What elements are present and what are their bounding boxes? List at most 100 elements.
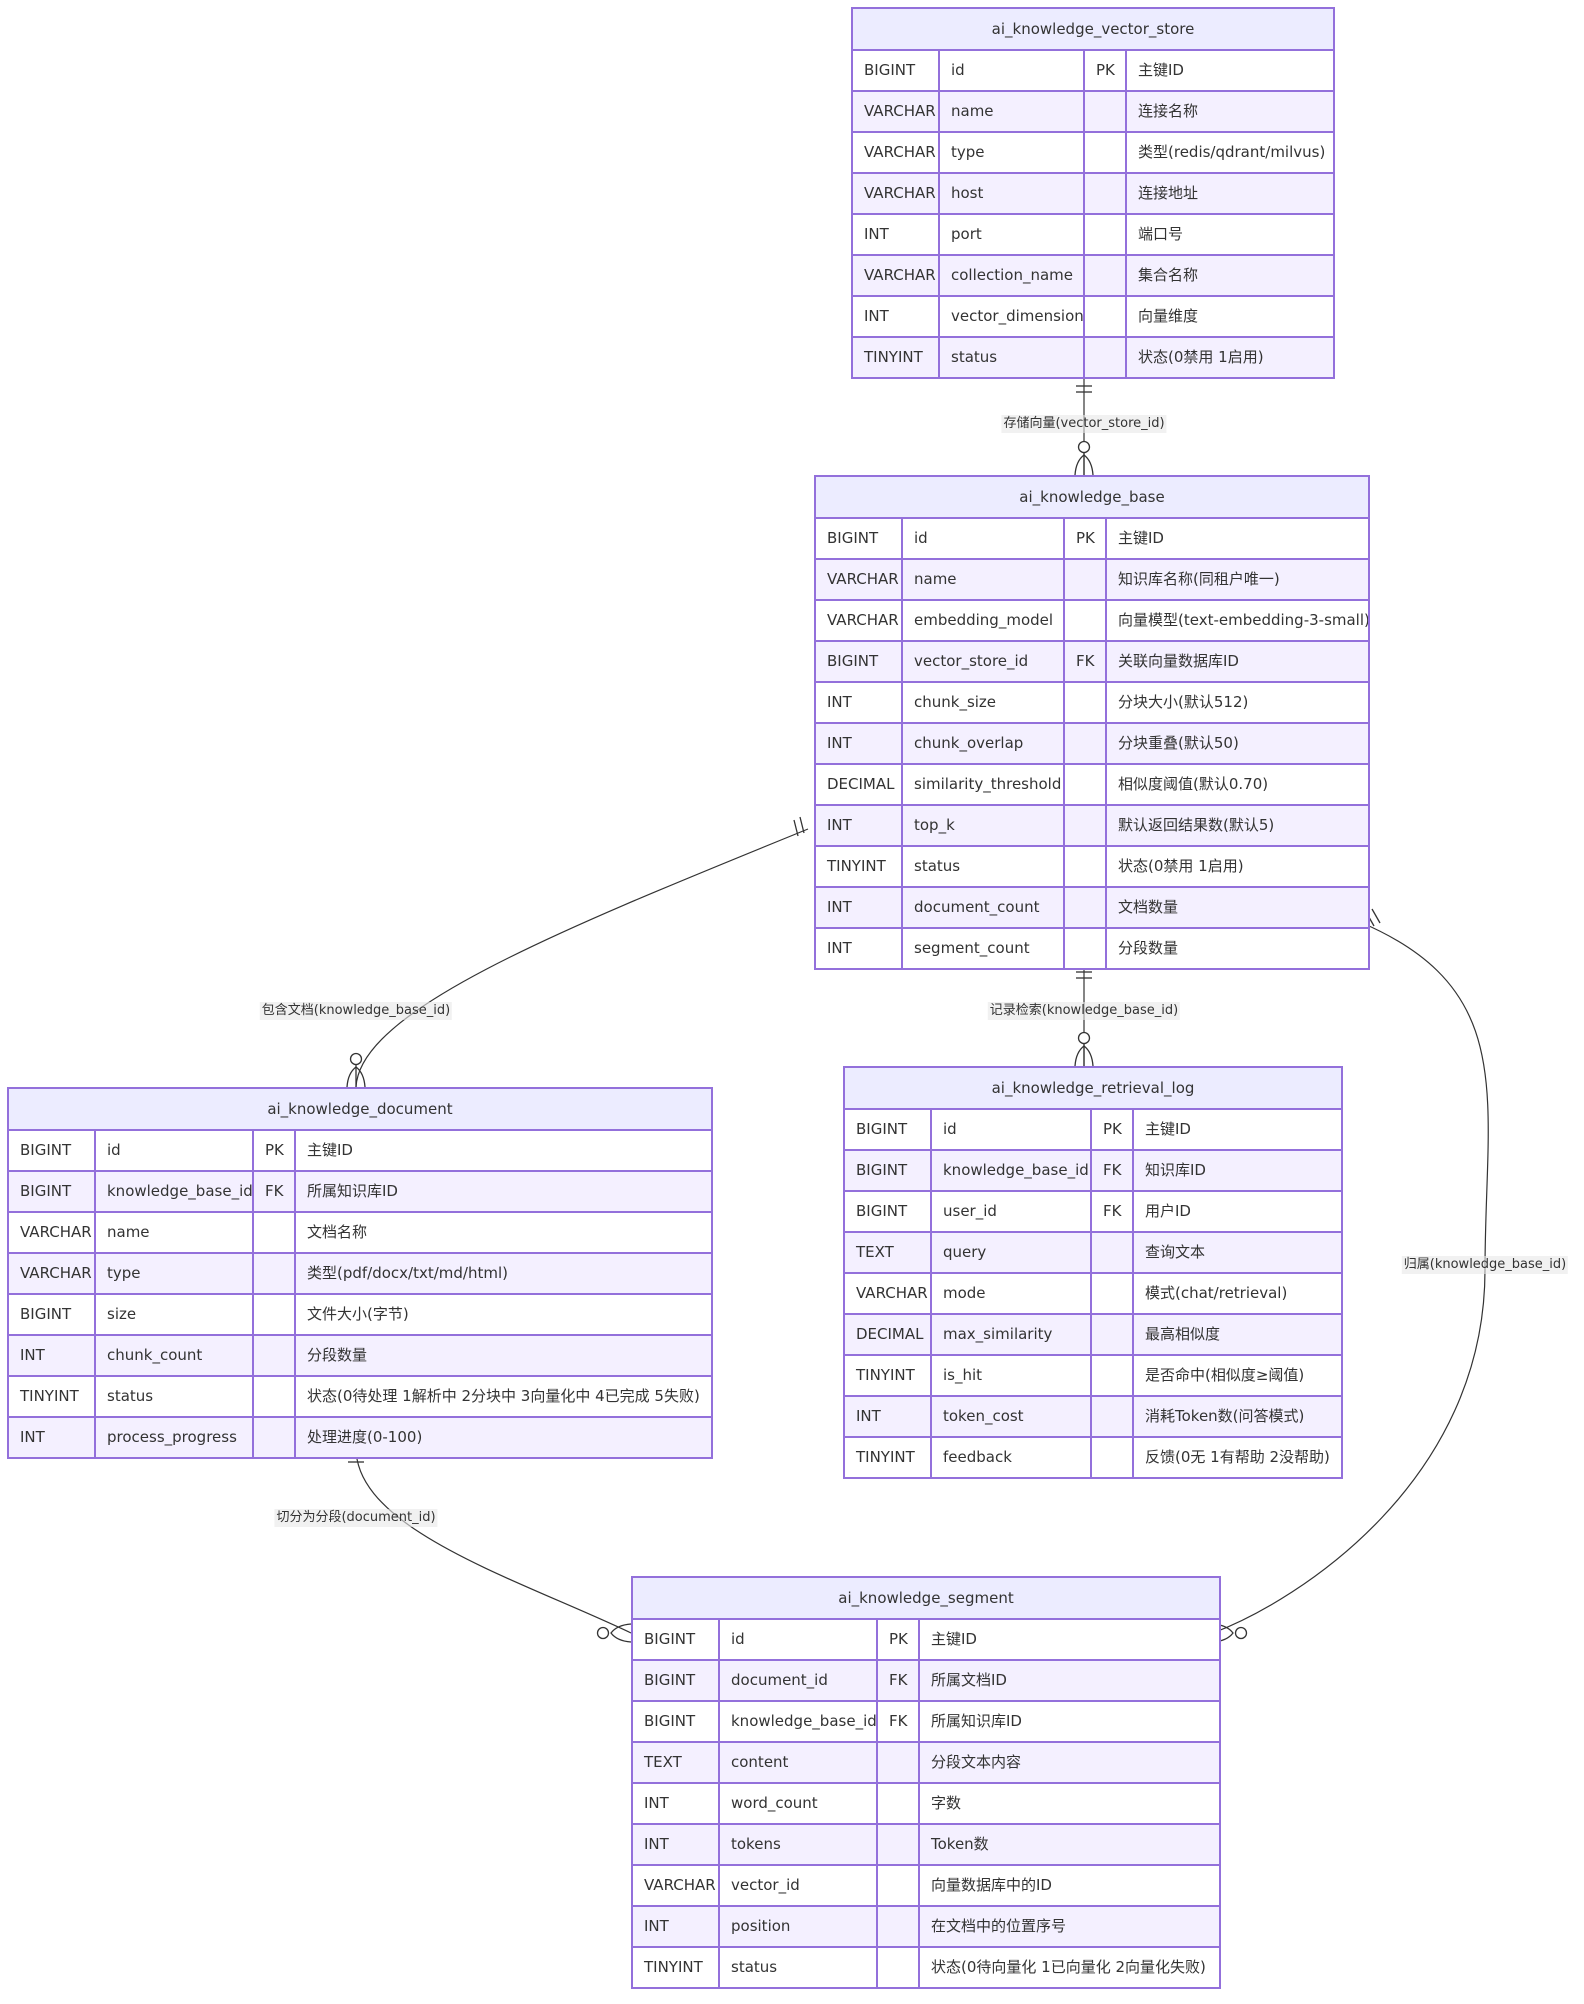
attribute-comment: 主键ID [1118, 529, 1164, 547]
attribute-field: chunk_size [903, 683, 1065, 722]
attribute-comment: 是否命中(相似度≥阈值) [1145, 1366, 1305, 1384]
attribute-key [878, 1825, 920, 1864]
relationship-label: 切分为分段(document_id) [274, 1509, 438, 1527]
attribute-key [254, 1336, 296, 1375]
attribute-field: knowledge_base_id [720, 1702, 878, 1741]
attribute-field: name [903, 560, 1065, 599]
attribute-field: position [720, 1907, 878, 1946]
attribute-field: user_id [932, 1192, 1092, 1231]
attribute-key [1085, 174, 1127, 213]
attribute-key: FK [1065, 642, 1107, 681]
attribute-key [1065, 929, 1107, 968]
attribute-field: similarity_threshold [903, 765, 1065, 804]
attribute-field: status [903, 847, 1065, 886]
attribute-type: BIGINT [9, 1295, 96, 1334]
attribute-key [1085, 297, 1127, 336]
attribute-type: TINYINT [633, 1948, 720, 1987]
attribute-key [254, 1418, 296, 1457]
attribute-comment: Token数 [931, 1835, 989, 1853]
attribute-comment: 所属知识库ID [307, 1182, 398, 1200]
attribute-key: PK [878, 1620, 920, 1659]
attribute-type: BIGINT [633, 1702, 720, 1741]
attribute-comment: 集合名称 [1138, 266, 1199, 284]
attribute-type: INT [633, 1784, 720, 1823]
attribute-type: TINYINT [816, 847, 903, 886]
attribute-field: id [720, 1620, 878, 1659]
attribute-type: TINYINT [845, 1438, 932, 1477]
relationship-label: 包含文档(knowledge_base_id) [259, 1002, 453, 1020]
attribute-comment: 向量维度 [1138, 307, 1199, 325]
attribute-key [1065, 806, 1107, 845]
attribute-key [1085, 256, 1127, 295]
attribute-type: BIGINT [9, 1131, 96, 1170]
attribute-key [1065, 601, 1107, 640]
attribute-key: FK [878, 1661, 920, 1700]
attribute-field: process_progress [96, 1418, 254, 1457]
attribute-key: FK [1092, 1192, 1134, 1231]
attribute-type: TINYINT [845, 1356, 932, 1395]
relationship-line [355, 828, 809, 1088]
attribute-comment: 主键ID [307, 1141, 353, 1159]
attribute-comment: 连接名称 [1138, 102, 1199, 120]
attribute-key [1065, 765, 1107, 804]
attribute-field: host [940, 174, 1085, 213]
attribute-key [1065, 724, 1107, 763]
attribute-type: INT [9, 1418, 96, 1457]
attribute-comment: 分段数量 [307, 1346, 368, 1364]
entity-title: ai_knowledge_document [9, 1089, 711, 1131]
attribute-comment: 主键ID [1145, 1120, 1191, 1138]
attribute-type: INT [633, 1907, 720, 1946]
attribute-field: word_count [720, 1784, 878, 1823]
attribute-field: collection_name [940, 256, 1085, 295]
attribute-field: mode [932, 1274, 1092, 1313]
attribute-field: is_hit [932, 1356, 1092, 1395]
attribute-key [1065, 888, 1107, 927]
attribute-comment: 字数 [931, 1794, 962, 1812]
attribute-key [1085, 215, 1127, 254]
attribute-key [1085, 133, 1127, 172]
attribute-comment: 知识库ID [1145, 1161, 1206, 1179]
attribute-comment: 分块大小(默认512) [1118, 693, 1249, 711]
attribute-field: knowledge_base_id [96, 1172, 254, 1211]
attribute-key: FK [878, 1702, 920, 1741]
attribute-type: INT [816, 806, 903, 845]
attribute-field: vector_dimension [940, 297, 1085, 336]
attribute-key [254, 1377, 296, 1416]
attribute-field: content [720, 1743, 878, 1782]
attribute-type: INT [9, 1336, 96, 1375]
attribute-key [1092, 1397, 1134, 1436]
attribute-comment: 向量模型(text-embedding-3-small) [1118, 611, 1368, 629]
attribute-type: VARCHAR [845, 1274, 932, 1313]
attribute-type: VARCHAR [9, 1254, 96, 1293]
attribute-type: VARCHAR [853, 256, 940, 295]
attribute-type: TINYINT [853, 338, 940, 377]
attribute-comment: 在文档中的位置序号 [931, 1917, 1067, 1935]
attribute-type: BIGINT [9, 1172, 96, 1211]
attribute-key: PK [254, 1131, 296, 1170]
relationship-line [355, 1447, 632, 1634]
attribute-type: BIGINT [845, 1110, 932, 1149]
attribute-type: VARCHAR [816, 601, 903, 640]
attribute-field: type [96, 1254, 254, 1293]
attribute-key [1092, 1233, 1134, 1272]
